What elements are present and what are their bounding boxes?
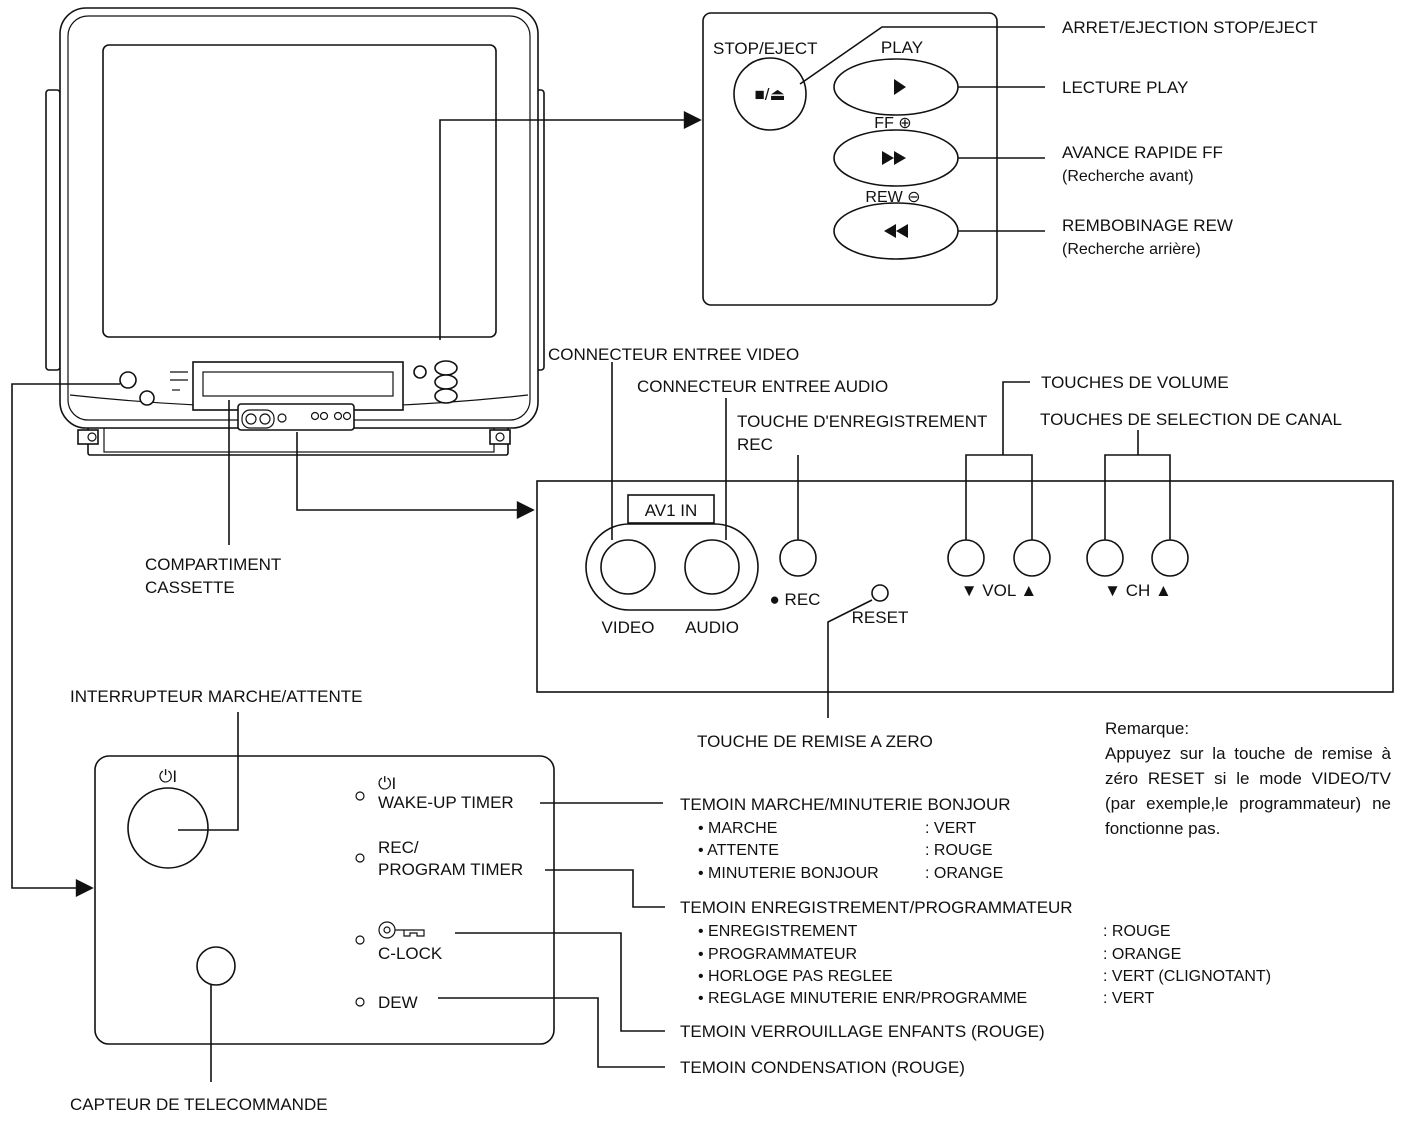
- rew-callout: REMBOBINAGE REW: [1062, 216, 1233, 235]
- remote-sensor-callout: CAPTEUR DE TELECOMMANDE: [70, 1095, 328, 1114]
- ch-label: ▼ CH ▲: [1104, 581, 1172, 600]
- note-body: Appuyez sur la touche de remise à zéro R…: [1105, 744, 1391, 838]
- wake-up-symbol: ⏻I: [378, 774, 396, 793]
- ff-callout-sub: (Recherche avant): [1062, 168, 1194, 185]
- rec-row-value: : ROUGE: [1103, 923, 1171, 940]
- dew-label: DEW: [378, 993, 418, 1012]
- channel-keys-callout: TOUCHES DE SELECTION DE CANAL: [1040, 410, 1342, 429]
- av-in-label: AV1 IN: [645, 501, 698, 520]
- rec-indicator-title: TEMOIN ENREGISTREMENT/PROGRAMMATEUR: [680, 898, 1073, 917]
- reset-button-label: RESET: [852, 608, 909, 627]
- front-connector-panel: AV1 IN VIDEO AUDIO ● REC RESET ▼ VOL ▲ ▼…: [536, 480, 1394, 693]
- play-callout: LECTURE PLAY: [1062, 78, 1188, 97]
- reset-note: Remarque: Appuyez sur la touche de remis…: [1105, 716, 1391, 841]
- stop-eject-button[interactable]: [733, 57, 807, 131]
- fast-forward-icon: [882, 151, 906, 165]
- wake-up-led: [355, 791, 365, 801]
- video-input-jack[interactable]: [600, 539, 656, 595]
- volume-keys-callout: TOUCHES DE VOLUME: [1041, 373, 1229, 392]
- power-indicator-title: TEMOIN MARCHE/MINUTERIE BONJOUR: [680, 795, 1011, 814]
- audio-jack-label: AUDIO: [685, 618, 739, 637]
- reset-button[interactable]: [871, 584, 889, 602]
- deck-control-panel: STOP/EJECT ■/⏏ PLAY FF ⊕ REW ⊖: [702, 12, 998, 306]
- key-icon: [378, 921, 425, 939]
- stop-eject-symbol: ■/⏏: [754, 85, 785, 104]
- rec-row-value: : VERT (CLIGNOTANT): [1103, 968, 1271, 985]
- cassette-callout: COMPARTIMENT: [145, 555, 281, 574]
- rew-label: REW ⊖: [865, 189, 920, 206]
- tv-screen: [102, 44, 497, 338]
- power-row-value: : ROUGE: [925, 842, 993, 859]
- indicator-panel: ⏻I ⏻I WAKE-UP TIMER REC/ PROGRAM TIMER C…: [94, 755, 555, 1045]
- ff-label: FF ⊕: [874, 115, 911, 132]
- rec-key-callout-sub: REC: [737, 435, 773, 454]
- rec-button[interactable]: [779, 539, 817, 577]
- rec-row-label: • ENREGISTREMENT: [698, 923, 858, 940]
- play-label: PLAY: [881, 38, 923, 57]
- stop-eject-callout: ARRET/EJECTION STOP/EJECT: [1062, 18, 1318, 37]
- reset-key-callout: TOUCHE DE REMISE A ZERO: [697, 732, 933, 751]
- volume-down-button[interactable]: [947, 539, 985, 577]
- power-row-value: : ORANGE: [925, 865, 1003, 882]
- audio-in-callout: CONNECTEUR ENTREE AUDIO: [637, 377, 888, 396]
- stop-eject-label: STOP/EJECT: [713, 39, 818, 58]
- rec-button-label: ● REC: [770, 590, 821, 609]
- dew-led: [355, 997, 365, 1007]
- power-row-label: • ATTENTE: [698, 842, 779, 859]
- dew-indicator-callout: TEMOIN CONDENSATION (ROUGE): [680, 1058, 965, 1077]
- power-switch-callout: INTERRUPTEUR MARCHE/ATTENTE: [70, 687, 362, 706]
- tv-cassette-slot: [192, 361, 404, 411]
- vol-label: ▼ VOL ▲: [961, 581, 1037, 600]
- rewind-icon: [884, 224, 908, 238]
- tv-vcr-unit: [45, 7, 545, 456]
- power-button[interactable]: [127, 787, 209, 869]
- wake-up-label: WAKE-UP TIMER: [378, 793, 514, 812]
- rec-row-value: : VERT: [1103, 990, 1155, 1007]
- power-row-label: • MARCHE: [698, 820, 777, 837]
- power-symbol: ⏻I: [159, 767, 177, 786]
- video-in-callout: CONNECTEUR ENTREE VIDEO: [548, 345, 799, 364]
- audio-input-jack[interactable]: [684, 539, 740, 595]
- tv-power-switch-small: [119, 371, 137, 389]
- play-icon: [894, 79, 906, 95]
- rec-led-label: REC/: [378, 838, 419, 857]
- channel-up-button[interactable]: [1151, 539, 1189, 577]
- rec-row-value: : ORANGE: [1103, 946, 1181, 963]
- rec-row-label: • PROGRAMMATEUR: [698, 946, 857, 963]
- c-lock-label: C-LOCK: [378, 944, 443, 963]
- rec-row-label: • HORLOGE PAS REGLEE: [698, 968, 893, 985]
- rec-led-label-sub: PROGRAM TIMER: [378, 860, 523, 879]
- rec-led: [355, 853, 365, 863]
- c-lock-indicator-callout: TEMOIN VERROUILLAGE ENFANTS (ROUGE): [680, 1022, 1045, 1041]
- video-jack-label: VIDEO: [602, 618, 655, 637]
- channel-down-button[interactable]: [1086, 539, 1124, 577]
- tv-remote-sensor-small: [139, 390, 155, 406]
- rec-key-callout: TOUCHE D'ENREGISTREMENT: [737, 412, 987, 431]
- rec-row-label: • REGLAGE MINUTERIE ENR/PROGRAMME: [698, 990, 1027, 1007]
- power-row-label: • MINUTERIE BONJOUR: [698, 865, 879, 882]
- rew-callout-sub: (Recherche arrière): [1062, 241, 1201, 258]
- remote-sensor: [196, 946, 236, 986]
- power-row-value: : VERT: [925, 820, 977, 837]
- volume-up-button[interactable]: [1013, 539, 1051, 577]
- c-lock-led: [355, 935, 365, 945]
- ff-callout: AVANCE RAPIDE FF: [1062, 143, 1223, 162]
- cassette-callout-sub: CASSETTE: [145, 578, 235, 597]
- note-title: Remarque:: [1105, 719, 1190, 738]
